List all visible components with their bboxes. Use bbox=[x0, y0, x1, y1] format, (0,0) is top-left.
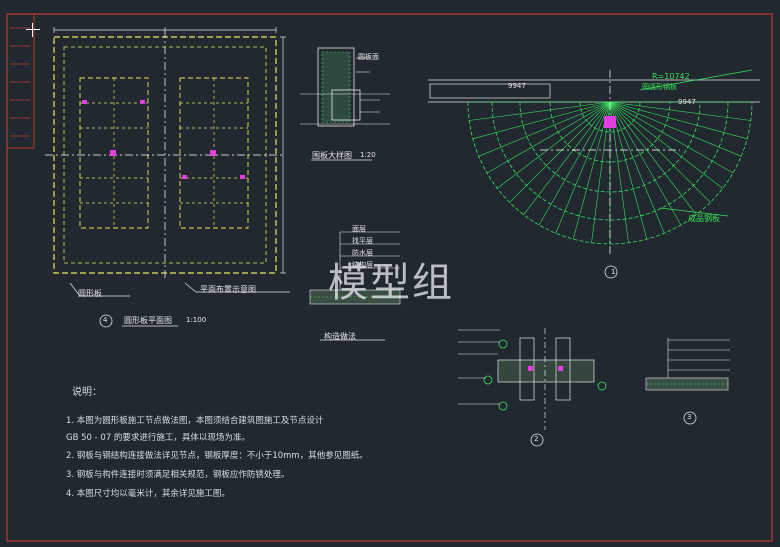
notes-line-1: 1. 本图为圆形板施工节点做法图，本图须结合建筑图施工及节点设计 bbox=[66, 416, 324, 426]
plan-view bbox=[45, 27, 290, 328]
layer-item-1: 面层 bbox=[352, 225, 366, 233]
notes-heading: 说明： bbox=[72, 387, 102, 398]
layer-item-3: 防水层 bbox=[352, 249, 373, 257]
node-2-circle-number: 2 bbox=[534, 435, 539, 443]
layers-title: 构造做法 bbox=[324, 332, 356, 341]
section-detail bbox=[300, 47, 390, 161]
watermark: 模型组 bbox=[328, 260, 454, 306]
fan-label-arc: 圆弧形钢板 bbox=[642, 83, 677, 91]
node-2-detail bbox=[458, 328, 607, 447]
plan-title: 圆形板平面图 bbox=[124, 316, 172, 325]
fan-label-board: 成品钢板 bbox=[688, 214, 720, 223]
plan-leader-2: 平面布置示意图 bbox=[200, 285, 256, 294]
section-detail-scale: 1:20 bbox=[360, 151, 376, 159]
fan-detail bbox=[428, 69, 760, 279]
section-detail-label: 圆板面 bbox=[358, 53, 379, 61]
node-3-detail bbox=[645, 338, 730, 425]
cad-cursor-crosshair[interactable] bbox=[26, 23, 40, 37]
fan-circle-number: 1 bbox=[611, 268, 616, 276]
notes-line-2: GB 50 - 07 的要求进行施工，具体以现场为准。 bbox=[66, 433, 250, 443]
layer-item-4: 结构层 bbox=[352, 261, 373, 269]
plan-scale: 1:100 bbox=[186, 316, 207, 324]
notes-line-3: 2. 钢板与钢结构连接做法详见节点，钢板厚度：不小于10mm，其他参见图纸。 bbox=[66, 451, 368, 461]
title-strip-ticks bbox=[10, 27, 30, 137]
drawing-border bbox=[6, 13, 773, 542]
plan-circle-number: 4 bbox=[103, 316, 108, 324]
fan-dimension-1: 9947 bbox=[508, 82, 526, 90]
fan-dimension-2: 9947 bbox=[678, 98, 696, 106]
section-detail-title: 围板大样图 bbox=[312, 151, 352, 160]
layer-item-2: 找平层 bbox=[352, 237, 373, 245]
layer-detail bbox=[309, 231, 401, 341]
fan-label-radius: R=10742 bbox=[652, 72, 690, 81]
plan-leader-1: 圆形板 bbox=[78, 289, 102, 298]
notes-line-5: 4. 本图尺寸均以毫米计，其余详见施工图。 bbox=[66, 489, 230, 499]
notes-line-4: 3. 钢板与构件连接时须满足相关规范，钢板应作防锈处理。 bbox=[66, 470, 290, 480]
layers-3-circle-number: 3 bbox=[687, 413, 692, 421]
title-strip bbox=[6, 13, 35, 149]
